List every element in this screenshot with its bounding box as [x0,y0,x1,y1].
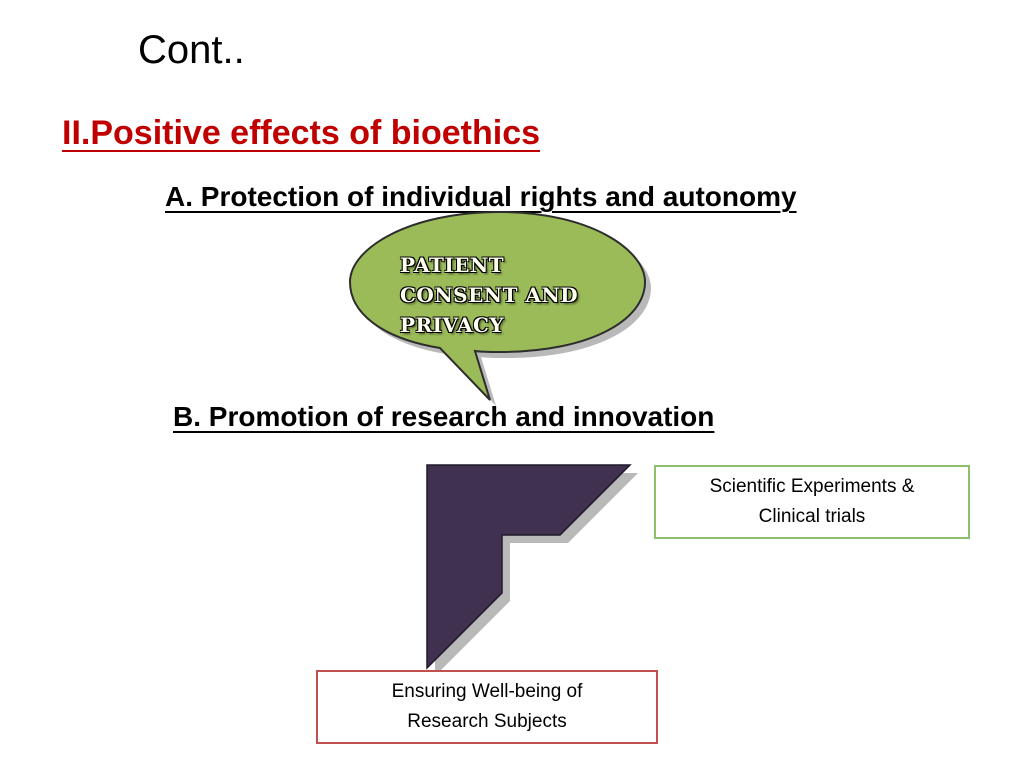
slide-title: Cont.. [138,28,245,72]
wellbeing-line-1: Ensuring Well-being of [391,681,583,702]
bent-arrow-shape [426,464,638,675]
research-box-experiments: Scientific Experiments & Clinical trials [654,465,970,539]
experiments-line-1: Scientific Experiments & [709,476,915,497]
speech-bubble-callout [348,210,651,406]
callout-line-2: consent and [400,283,579,307]
bent-arrow-fill [426,464,632,670]
subheading-research: B. Promotion of research and innovation [173,401,715,432]
research-box-wellbeing: Ensuring Well-being of Research Subjects [316,670,658,744]
subheading-protection: A. Protection of individual rights and a… [165,181,797,212]
experiments-line-2: Clinical trials [758,506,866,527]
callout-text: Patient consent and privacy [400,250,600,340]
wellbeing-line-2: Research Subjects [407,711,567,732]
section-heading: II.Positive effects of bioethics [62,114,541,152]
callout-line-1: Patient [400,253,505,277]
callout-line-3: privacy [400,313,505,337]
speech-bubble-shape [348,210,647,401]
